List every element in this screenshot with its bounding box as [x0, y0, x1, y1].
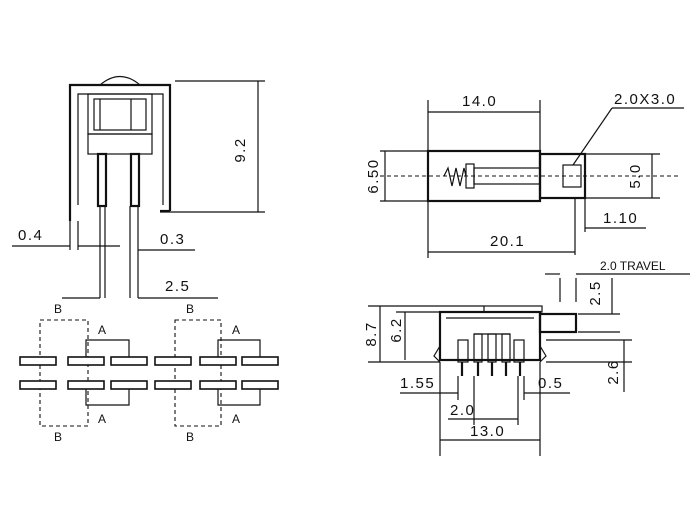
- edge-offset-dim-label: 1.55: [400, 375, 435, 392]
- label-a: A: [98, 323, 106, 337]
- total-length-dim-label: 20.1: [490, 233, 525, 250]
- label-b: B: [186, 430, 194, 444]
- pin-left: [96, 152, 108, 208]
- label-a: A: [98, 412, 106, 426]
- pin-pitch-dim-label: 2.5: [165, 278, 190, 295]
- knob-height-side-label: 2.5: [587, 280, 604, 305]
- travel-dim-label: 2.0 TRAVEL: [600, 259, 666, 273]
- housing-inner: [77, 93, 164, 205]
- span-dim-label: 13.0: [470, 423, 505, 440]
- front-view: 9.2 0.4 0.3 2.5: [12, 75, 265, 299]
- spring: [443, 166, 467, 187]
- knob-protrusion: [538, 312, 578, 334]
- label-b: B: [54, 302, 62, 316]
- body-height-side-label: 6.2: [388, 317, 405, 342]
- label-b: B: [54, 430, 62, 444]
- housing-outline: [68, 83, 172, 211]
- pad: [199, 356, 237, 366]
- knob-height-dim-label: 5.0: [627, 163, 644, 188]
- knob-offset-dim-label: 1.10: [603, 210, 638, 227]
- side-view: 2.0 TRAVEL 2.5 8.7 6.2 2.6 1.55 0.5 2.0: [363, 259, 690, 456]
- pad: [241, 356, 279, 366]
- pad: [67, 380, 105, 390]
- label-a: A: [232, 412, 240, 426]
- pitch-dim-label: 2.0: [450, 402, 475, 419]
- pad: [19, 380, 57, 390]
- pad: [19, 356, 57, 366]
- pad: [199, 380, 237, 390]
- lead-dim-label: 2.6: [605, 359, 622, 384]
- pad-layout: B B A A B B A A: [19, 302, 279, 444]
- side-body: [438, 310, 542, 362]
- actuator-dome: [99, 75, 141, 86]
- label-b: B: [186, 302, 194, 316]
- pad: [154, 380, 192, 390]
- body-length-dim-label: 14.0: [462, 93, 497, 110]
- total-height-side-label: 8.7: [363, 321, 380, 346]
- pad: [154, 356, 192, 366]
- base-block: [87, 133, 153, 155]
- pin-gap-dim-label: 0.3: [160, 231, 185, 248]
- pin-width-dim-label: 0.4: [18, 227, 43, 244]
- knob-dim-label: 2.0X3.0: [614, 91, 676, 108]
- pad: [241, 380, 279, 390]
- pad: [67, 356, 105, 366]
- height-dim-label: 9.2: [232, 137, 249, 162]
- body-height-dim-label: 6.50: [365, 158, 382, 193]
- label-a: A: [232, 323, 240, 337]
- pad: [110, 356, 148, 366]
- lead-width-dim-label: 0.5: [538, 375, 563, 392]
- pin-right: [129, 152, 141, 208]
- window-frame: [87, 93, 153, 135]
- top-view: 14.0 2.0X3.0 6.50 5.0 1.10 20.1: [365, 91, 684, 258]
- pad: [110, 380, 148, 390]
- window-inner: [93, 98, 147, 131]
